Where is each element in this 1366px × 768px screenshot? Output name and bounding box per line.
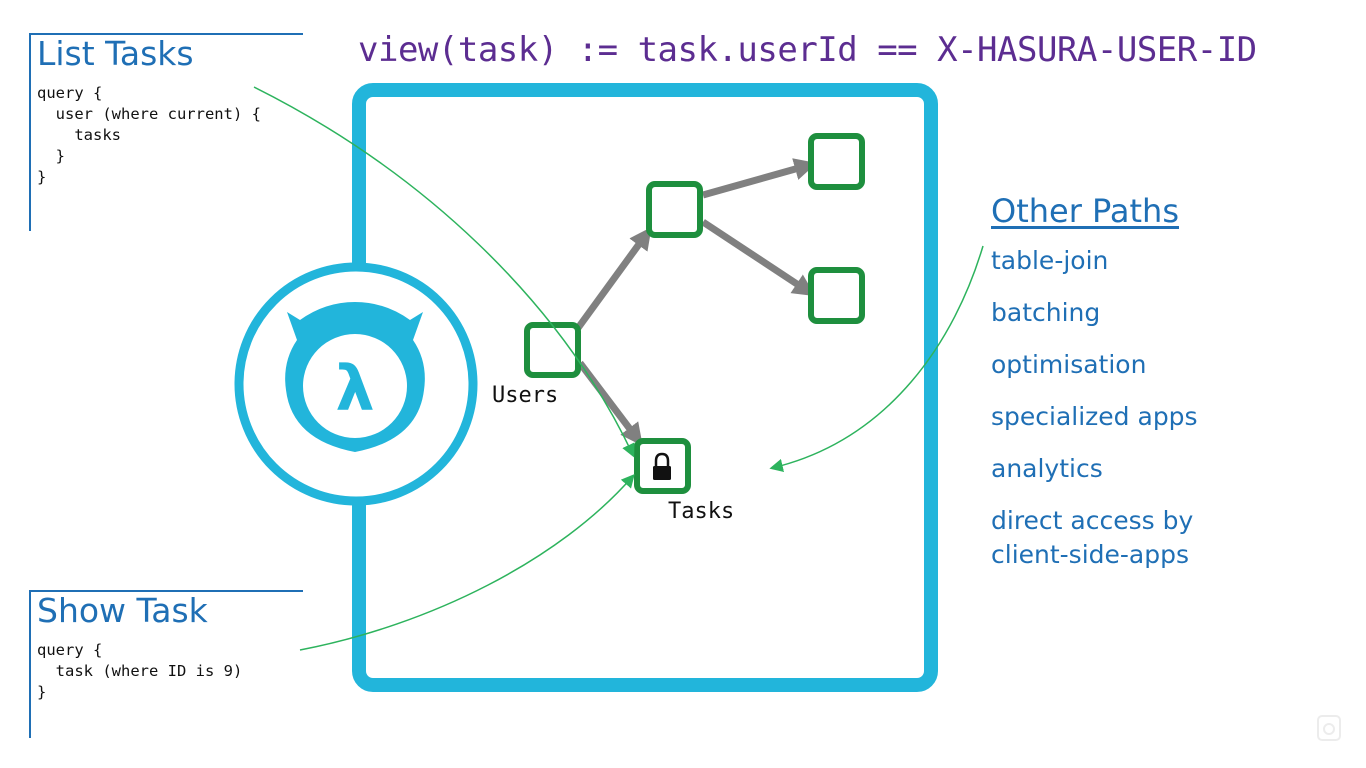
lock-icon [653,452,671,480]
other-paths-title: Other Paths [991,192,1179,230]
show-task-panel: Show Task query { task (where ID is 9) } [29,590,303,738]
path-item-batching: batching [991,298,1101,327]
edge-users-to-node [575,226,652,331]
hasura-logo-icon: λ [234,262,478,506]
show-task-title: Show Task [37,591,208,630]
watermark-icon [1317,715,1341,741]
other-paths-arrow [769,245,984,473]
path-item-specialized-apps: specialized apps [991,402,1198,431]
other-paths-panel: Other Paths table-join batching optimisa… [991,192,1331,590]
path-item-analytics: analytics [991,454,1103,483]
edge-node-to-top [702,158,817,199]
graph-node-top-right [808,133,865,190]
list-tasks-query: query { user (where current) { tasks } } [37,84,261,186]
list-tasks-arrow [253,86,635,458]
permission-formula: view(task) := task.userId == X-HASURA-US… [358,30,1257,70]
list-tasks-title: List Tasks [37,34,194,73]
show-task-query: query { task (where ID is 9) } [37,641,243,701]
graph-node-middle [646,181,703,238]
graph-node-bottom-right [808,267,865,324]
users-label: Users [492,383,558,408]
path-item-direct-access: direct access by client-side-apps [991,506,1194,569]
edge-node-to-bottom [701,219,816,297]
edge-users-to-tasks [577,360,643,446]
list-tasks-panel: List Tasks query { user (where current) … [29,33,303,231]
lambda-glyph: λ [335,352,374,425]
path-item-table-join: table-join [991,246,1109,275]
path-item-optimisation: optimisation [991,350,1147,379]
tasks-label: Tasks [668,499,734,524]
show-task-arrow [299,473,635,651]
